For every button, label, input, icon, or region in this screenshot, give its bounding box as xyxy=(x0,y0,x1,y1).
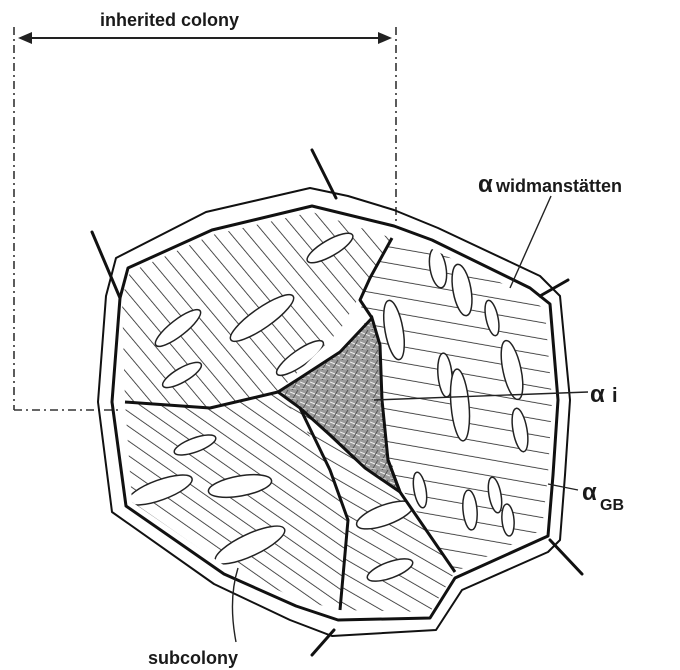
svg-text:α: α xyxy=(590,381,605,408)
alpha-widmanstatten-label: α widmanstätten xyxy=(478,171,622,198)
svg-text:α: α xyxy=(582,479,597,506)
subcolony-label: subcolony xyxy=(148,648,238,668)
svg-text:i: i xyxy=(612,385,618,407)
inherited-colony-label: inherited colony xyxy=(100,10,239,30)
svg-text:α: α xyxy=(478,171,493,198)
alpha-i-label: α i xyxy=(590,381,618,408)
svg-text:GB: GB xyxy=(600,497,624,514)
svg-text:widmanstätten: widmanstätten xyxy=(495,176,622,196)
alpha-gb-label: α GB xyxy=(582,479,624,514)
